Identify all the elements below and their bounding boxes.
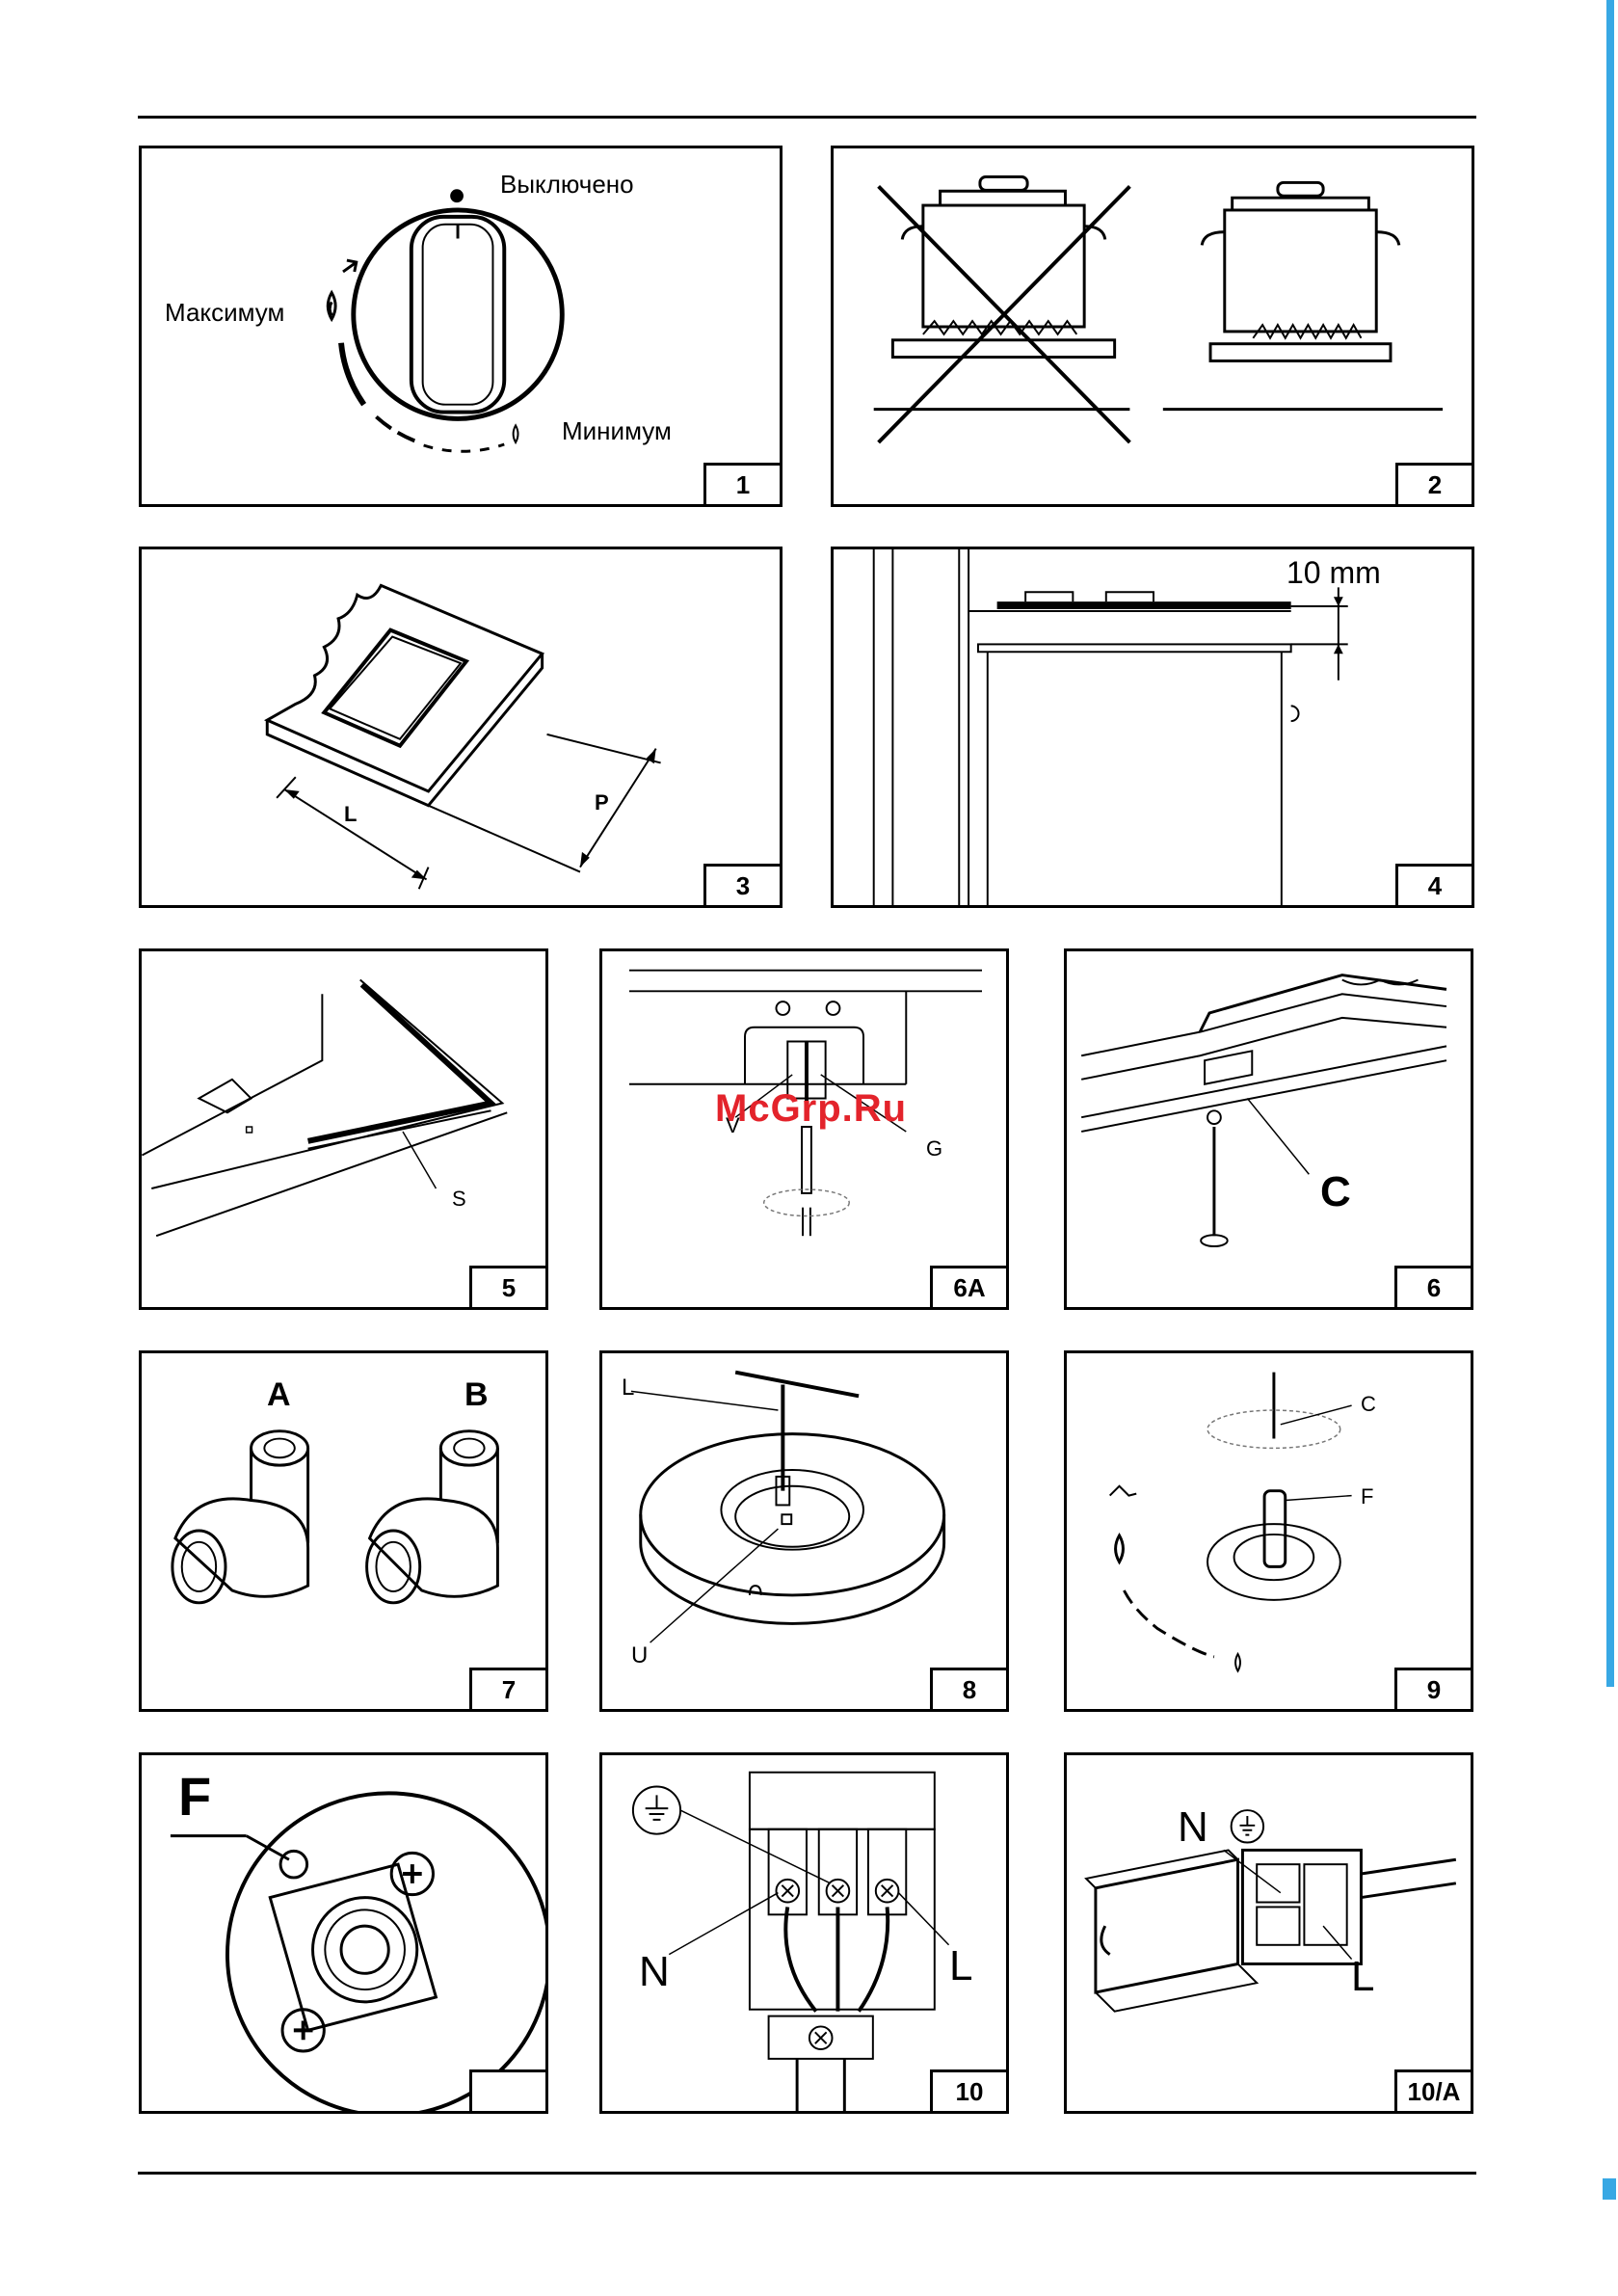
figure-9-min-adjust: C F 9 (1064, 1350, 1473, 1712)
figure-5-seal: S 5 (139, 948, 548, 1310)
top-rule (138, 116, 1476, 119)
injector-label: U (631, 1642, 648, 1669)
ground-symbol-icon (1232, 1810, 1263, 1842)
gap-label: 10 mm (1286, 555, 1381, 591)
depth-label: P (595, 790, 609, 815)
figure-1-knob: Выключено Максимум Минимум 1 (139, 146, 782, 507)
figure-number: 8 (930, 1668, 1009, 1712)
minimum-adjust-illustration (1067, 1353, 1471, 1709)
neutral-label: N (1178, 1803, 1208, 1852)
figure-10-terminal: N L 10 (599, 1752, 1009, 2114)
fitting-b-label: B (464, 1376, 489, 1414)
figure-6-clamp: C 6 (1064, 948, 1473, 1310)
length-label: L (344, 802, 357, 827)
seal-label: S (452, 1187, 466, 1212)
figure-3-cutout: L P 3 (139, 547, 782, 908)
figure-number: 4 (1395, 864, 1474, 908)
figure-number: 7 (469, 1668, 548, 1712)
clamp-label: C (1320, 1168, 1351, 1216)
figure-2-pots: 2 (831, 146, 1474, 507)
installation-section-illustration (834, 549, 1472, 905)
figure-7-fittings: A B 7 (139, 1350, 548, 1712)
figure-number: 1 (703, 463, 782, 507)
correct-pot-icon (1163, 182, 1443, 409)
figure-number: 6A (930, 1266, 1009, 1310)
off-label: Выключено (500, 170, 634, 200)
figure-4-section: 10 mm 4 (831, 547, 1474, 908)
page-edge-stripe (1601, 0, 1618, 2296)
fitting-a-icon (172, 1431, 308, 1603)
fitting-a-label: A (267, 1376, 291, 1414)
junction-box-illustration (1067, 1755, 1471, 2111)
figure-number: 5 (469, 1266, 548, 1310)
max-label: Максимум (165, 298, 284, 328)
ground-symbol-icon (633, 1786, 680, 1833)
wrong-pot-icon (874, 177, 1130, 443)
figure-number: 9 (1394, 1668, 1473, 1712)
figure-number (469, 2069, 548, 2114)
fitting-b-icon (367, 1431, 498, 1603)
figure-10a-junction: N L 10/A (1064, 1752, 1473, 2114)
figure-number: 10 (930, 2069, 1009, 2114)
figure-number: 6 (1394, 1266, 1473, 1310)
bottom-rule (138, 2172, 1476, 2175)
figure-number: 3 (703, 864, 782, 908)
figure-8-burner: L U 8 (599, 1350, 1009, 1712)
figure-number: 2 (1395, 463, 1474, 507)
label-g: G (926, 1136, 942, 1161)
live-label: L (1351, 1953, 1374, 2001)
label-c: C (1361, 1392, 1376, 1417)
watermark-text: McGrp.Ru (715, 1087, 907, 1131)
terminal-block-illustration (602, 1755, 1006, 2111)
burner-injector-illustration (602, 1353, 1006, 1709)
seal-illustration (142, 951, 545, 1307)
clamp-illustration (1067, 951, 1471, 1307)
tool-label: L (622, 1375, 634, 1402)
figure-number: 10/A (1394, 2069, 1473, 2114)
min-label: Минимум (562, 416, 672, 446)
pot-comparison-illustration (834, 148, 1472, 504)
label-f: F (1361, 1484, 1373, 1509)
accent-tick (1603, 2178, 1616, 2200)
live-label: L (949, 1942, 972, 1990)
accent-stripe (1606, 0, 1614, 1687)
label-f: F (178, 1765, 211, 1828)
neutral-label: N (639, 1948, 670, 1996)
figure-f-valve: F (139, 1752, 548, 2114)
countertop-cutout-illustration (142, 549, 780, 905)
